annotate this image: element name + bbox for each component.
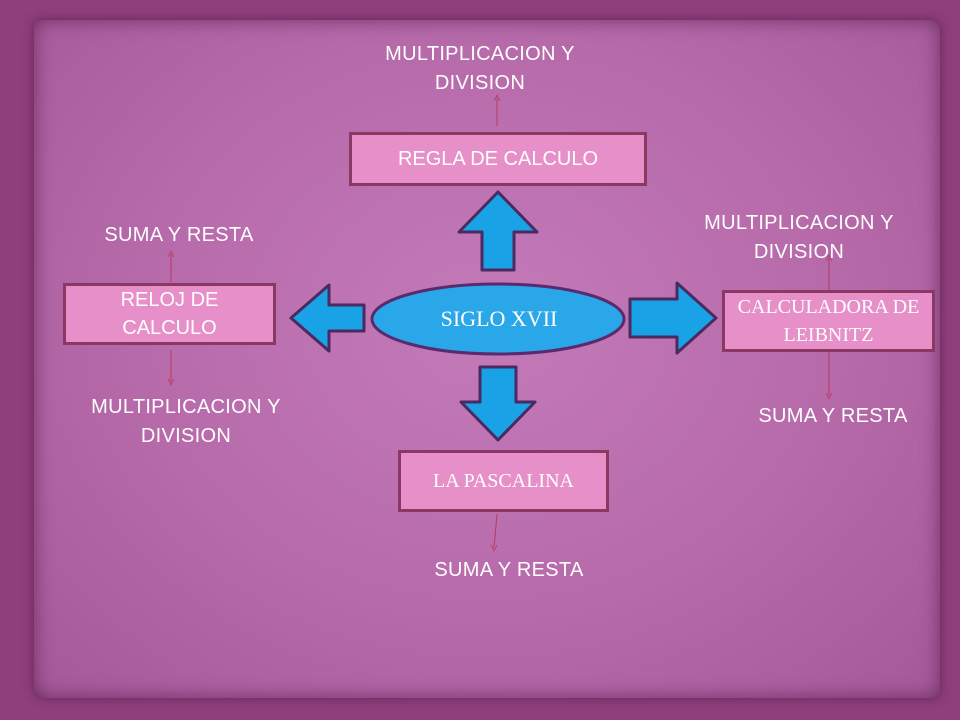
center-ellipse	[370, 282, 626, 356]
arrow-up	[457, 190, 539, 272]
node-regla-de-calculo: REGLA DE CALCULO	[349, 132, 647, 186]
arrow-down	[459, 365, 537, 442]
node-reloj-de-calculo: RELOJ DE CALCULO	[63, 283, 276, 345]
annotation-right-below: SUMA Y RESTA	[758, 405, 908, 427]
node-calculadora-de-leibnitz: CALCULADORA DE LEIBNITZ	[722, 290, 935, 352]
center-label: SIGLO XVII	[440, 306, 558, 331]
annotation-bottom-below: SUMA Y RESTA	[434, 559, 584, 581]
arrow-left	[289, 283, 366, 353]
annotation-left-above: SUMA Y RESTA	[104, 224, 254, 246]
annotation-top-above: MULTIPLICACION Y DIVISION	[385, 43, 575, 94]
node-label: RELOJ DE CALCULO	[120, 289, 219, 339]
annotation-right-above: MULTIPLICACION Y DIVISION	[704, 212, 894, 263]
connector-bottom	[494, 513, 498, 548]
node-label: REGLA DE CALCULO	[397, 148, 599, 170]
annotation-left-below: MULTIPLICACION Y DIVISION	[91, 396, 281, 447]
arrow-right	[628, 281, 718, 355]
node-la-pascalina: LA PASCALINA	[398, 450, 609, 512]
node-label: LA PASCALINA	[433, 470, 574, 492]
node-label: CALCULADORA DE LEIBNITZ	[737, 296, 920, 346]
